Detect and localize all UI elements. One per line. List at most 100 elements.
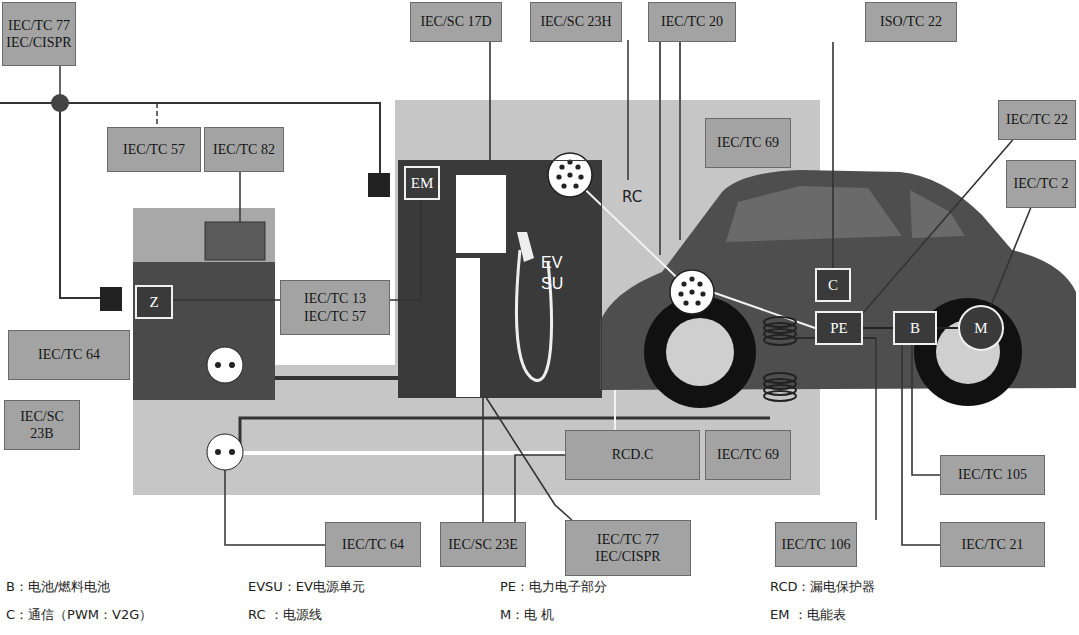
connector-pin — [681, 281, 686, 286]
standard-label: IEC/TC 22 — [998, 100, 1076, 140]
leader-line — [991, 208, 1030, 305]
leader-line — [679, 40, 681, 240]
house-outer — [133, 208, 275, 400]
node-text: IEC/TC 82 — [213, 141, 275, 159]
leader-line — [156, 103, 158, 127]
connector-pin — [678, 291, 683, 296]
node-text: M — [974, 320, 987, 337]
node-text: PE — [830, 320, 848, 337]
component-box: EM — [404, 166, 440, 200]
charging-cable — [570, 175, 692, 292]
connector-pin — [559, 164, 564, 169]
node-text: IEC/TC 64 — [38, 346, 100, 364]
socket-hole — [229, 449, 235, 455]
standard-label: IEC/TC 69 — [705, 430, 791, 480]
standard-label: IEC/TC 20 — [648, 2, 736, 42]
node-text: IEC/SC 23E — [448, 536, 518, 554]
component-box: B — [893, 311, 937, 345]
vehicle-inlet — [670, 270, 714, 314]
connector-pin — [567, 172, 572, 177]
leader-line — [912, 345, 940, 475]
leader-line — [486, 398, 571, 520]
abbreviation-note: EM ：电能表 — [770, 606, 846, 624]
leader-line — [627, 40, 629, 180]
abbreviation-note: RC ：电源线 — [248, 606, 322, 624]
standard-label: RCD.C — [565, 430, 700, 480]
standard-label: IEC/TC 82 — [204, 127, 284, 172]
socket-hole — [215, 449, 221, 455]
vehicle-cable — [937, 327, 960, 329]
standard-label: IEC/SC 23H — [530, 2, 622, 42]
connector-pin — [575, 164, 580, 169]
standard-label: IEC/TC 77 IEC/CISPR — [2, 2, 76, 66]
connector-pin — [573, 183, 578, 188]
socket-hole — [229, 362, 235, 368]
leader-line — [659, 40, 661, 255]
leader-line — [515, 455, 565, 522]
connector-pin — [683, 300, 688, 305]
car-window — [910, 190, 965, 238]
abbreviation-note: B：电池/燃料电池 — [6, 578, 110, 596]
car-window — [726, 186, 902, 242]
standard-label: IEC/SC 23E — [440, 522, 526, 567]
node-text: IEC/SC 23H — [540, 13, 611, 31]
connector-pin — [578, 174, 583, 179]
node-text: IEC/TC 2 — [1014, 175, 1069, 193]
node-text: IEC/TC 77 IEC/CISPR — [6, 17, 71, 52]
meter-box — [100, 287, 122, 311]
leader-line — [489, 42, 491, 160]
node-text: EV SU — [541, 253, 571, 295]
standard-label: IEC/TC 13 IEC/TC 57 — [280, 280, 390, 335]
component-box: Z — [135, 285, 173, 319]
node-text: IEC/SC 17D — [420, 13, 491, 31]
socket-hole — [215, 362, 221, 368]
node-text: IEC/TC 22 — [1006, 111, 1068, 129]
evsu-unit: EV SU EM — [398, 160, 602, 398]
node-text: IEC/TC 106 — [782, 536, 851, 554]
vehicle-cable — [862, 327, 893, 329]
induction-coils — [764, 317, 796, 401]
node-text: C — [828, 277, 838, 294]
power-socket — [207, 347, 243, 383]
standard-label: IEC/TC 21 — [940, 522, 1045, 567]
motor-circle: M — [958, 305, 1004, 351]
component-box: PE — [815, 311, 863, 345]
evsu-pillar — [456, 258, 480, 398]
abbreviation-note: C：通信（PWM：V2G） — [6, 606, 152, 624]
connector-pin — [556, 174, 561, 179]
standard-label: IEC/TC 106 — [775, 522, 857, 567]
standard-label: IEC/TC 57 — [107, 127, 201, 172]
abbreviation-note: M：电 机 — [500, 606, 554, 624]
supply-cable — [275, 376, 398, 380]
node-text: IEC/TC 64 — [342, 536, 404, 554]
charging-nozzle — [517, 232, 534, 262]
standard-label: IEC/TC 2 — [1006, 160, 1076, 208]
leader-line — [863, 140, 1013, 313]
cable-label: RC — [622, 188, 642, 206]
abbreviation-note: RCD：漏电保护器 — [770, 578, 875, 596]
node-text: IEC/TC 13 IEC/TC 57 — [286, 290, 384, 325]
power-socket — [207, 434, 243, 470]
node-text: IEC/SC 23B — [10, 408, 74, 443]
node-text: RCD.C — [612, 446, 654, 464]
node-text: ISO/TC 22 — [880, 13, 942, 31]
evsu-display — [456, 175, 506, 253]
solar-panel — [205, 222, 265, 260]
standard-label: IEC/TC 64 — [8, 330, 130, 380]
component-box: C — [815, 268, 851, 302]
standard-label: IEC/TC 69 — [705, 118, 791, 168]
node-text: IEC/TC 105 — [958, 466, 1027, 484]
standard-label: IEC/TC 105 — [940, 455, 1045, 495]
node-text: IEC/TC 77 IEC/CISPR — [571, 531, 685, 566]
leader-line — [875, 338, 877, 520]
standard-label: IEC/TC 64 — [325, 522, 421, 567]
connector-pin — [695, 300, 700, 305]
leader-line — [239, 172, 241, 222]
leader-line — [832, 42, 834, 268]
standard-label: IEC/TC 77 IEC/CISPR — [565, 520, 691, 576]
meter-box — [368, 173, 390, 197]
coil-winding — [764, 335, 796, 345]
standard-label: IEC/SC 23B — [4, 400, 80, 450]
abbreviation-note: PE：电力电子部分 — [500, 578, 607, 596]
